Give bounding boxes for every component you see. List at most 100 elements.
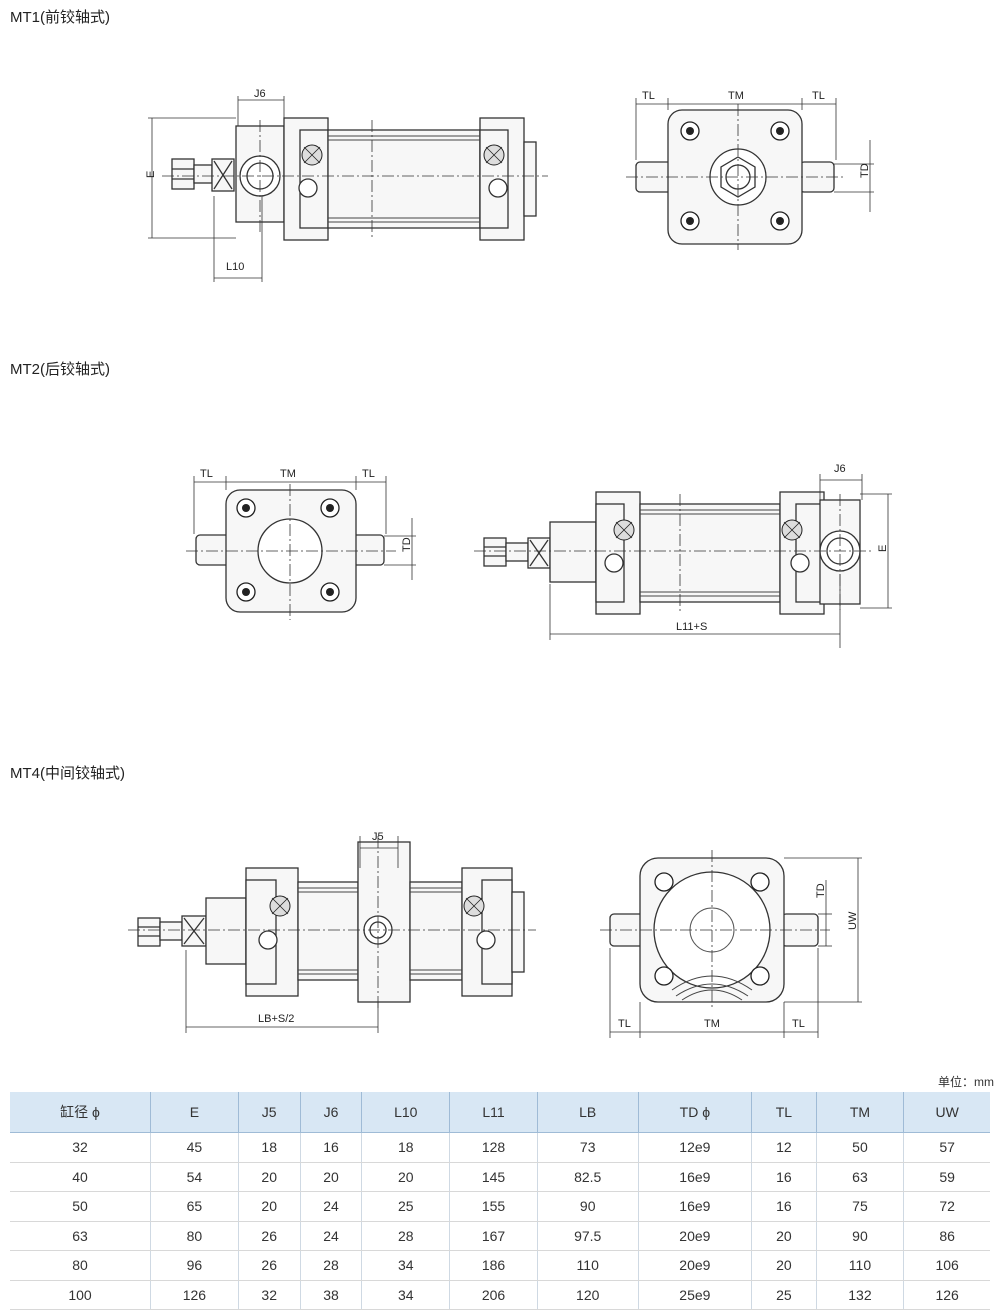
table-cell: 82.5 <box>536 1162 639 1192</box>
dim-j5: J5 <box>372 831 384 843</box>
header-cell: TM <box>815 1092 904 1133</box>
table-cell: 16e9 <box>637 1162 752 1192</box>
table-cell: 45 <box>150 1132 239 1163</box>
table-cell: 12 <box>751 1132 817 1163</box>
table-cell: 86 <box>903 1221 990 1251</box>
table-cell: 26 <box>237 1221 301 1251</box>
mt2-side-view: J6 E L11+S <box>474 463 892 648</box>
dim-tl-right: TL <box>812 90 825 102</box>
dim-tl-left: TL <box>200 468 213 480</box>
table-header-row: 缸径 ϕ E J5 J6 L10 L11 LB TD ϕ TL TM UW <box>10 1092 990 1133</box>
table-cell: 32 <box>10 1132 151 1163</box>
table-cell: 25 <box>751 1280 817 1310</box>
table-cell: 20 <box>361 1162 450 1192</box>
section-title-mt2: MT2(后铰轴式) <box>10 361 110 378</box>
table-cell: 26 <box>237 1250 301 1281</box>
table-cell: 120 <box>536 1280 639 1310</box>
dim-tl-left: TL <box>642 90 655 102</box>
table-cell: 18 <box>237 1132 301 1163</box>
table-cell: 34 <box>361 1250 450 1281</box>
table-cell: 128 <box>449 1132 538 1163</box>
header-cell: TD ϕ <box>637 1092 752 1133</box>
table-cell: 28 <box>361 1221 450 1251</box>
table-cell: 90 <box>815 1221 904 1251</box>
table-cell: 100 <box>10 1280 151 1310</box>
table-cell: 72 <box>903 1191 990 1222</box>
table-cell: 20 <box>751 1250 817 1281</box>
table-cell: 206 <box>449 1280 538 1310</box>
table-cell: 20e9 <box>637 1221 752 1251</box>
table-cell: 24 <box>299 1221 362 1251</box>
dim-td: TD <box>401 537 413 552</box>
header-cell: 缸径 ϕ <box>10 1092 151 1133</box>
table-cell: 54 <box>150 1162 239 1192</box>
table-cell: 73 <box>536 1132 639 1163</box>
table-cell: 90 <box>536 1191 639 1222</box>
dim-l10: L10 <box>226 261 244 273</box>
header-cell: E <box>150 1092 239 1133</box>
table-cell: 40 <box>10 1162 151 1192</box>
header-cell: L11 <box>449 1092 538 1133</box>
dim-tl-left: TL <box>618 1018 631 1030</box>
table-cell: 16 <box>299 1132 362 1163</box>
dim-tl-right: TL <box>362 468 375 480</box>
dim-l11-s: L11+S <box>676 621 707 633</box>
section-title-mt1: MT1(前铰轴式) <box>10 9 110 26</box>
table-cell: 16e9 <box>637 1191 752 1222</box>
header-cell: J5 <box>237 1092 301 1133</box>
table-cell: 145 <box>449 1162 538 1192</box>
table-cell: 80 <box>10 1250 151 1281</box>
table-cell: 20 <box>299 1162 362 1192</box>
table-cell: 110 <box>815 1250 904 1281</box>
unit-label: 单位：mm <box>938 1075 994 1089</box>
dim-tm: TM <box>704 1018 720 1030</box>
dim-td: TD <box>859 163 871 178</box>
dim-j6: J6 <box>834 463 846 475</box>
table-cell: 34 <box>361 1280 450 1310</box>
table-cell: 186 <box>449 1250 538 1281</box>
table-cell: 155 <box>449 1191 538 1222</box>
table-cell: 65 <box>150 1191 239 1222</box>
table-cell: 25 <box>361 1191 450 1222</box>
table-cell: 24 <box>299 1191 362 1222</box>
section-title-mt4: MT4(中间铰轴式) <box>10 765 125 782</box>
mt1-front-view: TL TM TL TD <box>626 90 874 250</box>
table-cell: 20 <box>237 1191 301 1222</box>
table-cell: 126 <box>903 1280 990 1310</box>
table-cell: 59 <box>903 1162 990 1192</box>
dim-j6: J6 <box>254 88 266 100</box>
table-cell: 167 <box>449 1221 538 1251</box>
table-cell: 96 <box>150 1250 239 1281</box>
table-cell: 63 <box>10 1221 151 1251</box>
table-cell: 97.5 <box>536 1221 639 1251</box>
table-cell: 50 <box>10 1191 151 1222</box>
header-cell: UW <box>903 1092 990 1133</box>
spec-table: 缸径 ϕ E J5 J6 L10 L11 LB TD ϕ TL TM UW 32… <box>10 1092 990 1310</box>
dim-tl-right: TL <box>792 1018 805 1030</box>
table-cell: 28 <box>299 1250 362 1281</box>
table-cell: 18 <box>361 1132 450 1163</box>
header-cell: J6 <box>299 1092 362 1133</box>
header-cell: LB <box>536 1092 639 1133</box>
table-cell: 63 <box>815 1162 904 1192</box>
table-cell: 50 <box>815 1132 904 1163</box>
mt4-side-view: J5 LB+S/2 <box>128 831 536 1033</box>
dim-e: E <box>145 171 157 178</box>
table-cell: 20 <box>751 1221 817 1251</box>
table-cell: 38 <box>299 1280 362 1310</box>
table-cell: 20 <box>237 1162 301 1192</box>
mt2-front-view: TL TM TL TD <box>186 468 416 620</box>
table-cell: 106 <box>903 1250 990 1281</box>
table-cell: 57 <box>903 1132 990 1163</box>
table-cell: 126 <box>150 1280 239 1310</box>
table-cell: 110 <box>536 1250 639 1281</box>
table-cell: 80 <box>150 1221 239 1251</box>
dim-tm: TM <box>728 90 744 102</box>
table-cell: 75 <box>815 1191 904 1222</box>
